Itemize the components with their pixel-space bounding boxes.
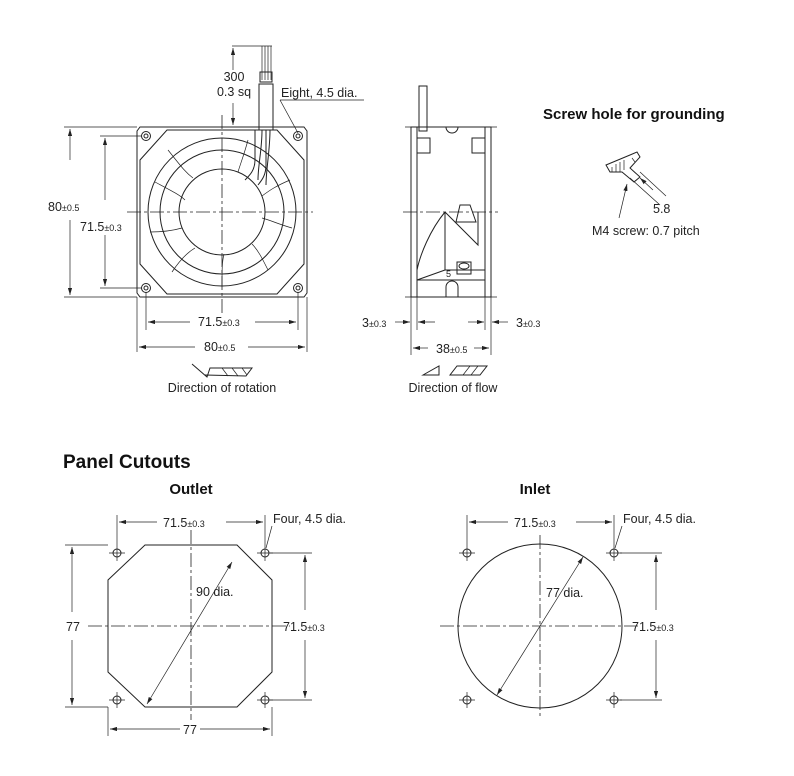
- grounding-detail: Screw hole for grounding 5.8 M4 screw: 0…: [543, 106, 725, 238]
- fan-blades: [149, 139, 293, 287]
- outlet-height-label: 77: [66, 620, 80, 634]
- grounding-depth-label: 5.8: [653, 202, 670, 216]
- inlet-holes: [459, 545, 622, 708]
- outlet-title: Outlet: [169, 481, 212, 498]
- outlet-width-label: 77: [183, 723, 197, 737]
- side-view: 5 3±0.3 3±0.3 38±0.5 Direction of flow: [362, 85, 540, 395]
- inlet-pitch-v-label: 71.5±0.3: [632, 620, 674, 634]
- outlet-pitch-h-label: 71.5±0.3: [163, 516, 205, 530]
- width-outer-label: 80±0.5: [204, 340, 235, 354]
- outlet-holes: [109, 545, 273, 708]
- lead-size-label: 0.3 sq: [217, 85, 251, 99]
- depth-label: 38±0.5: [436, 342, 467, 356]
- fan-housing: [136, 126, 308, 298]
- flow-arrow-icon: [421, 365, 489, 376]
- flow-label: Direction of flow: [409, 381, 499, 395]
- rotation-arrow-icon: [191, 363, 253, 378]
- holes-note: Eight, 4.5 dia.: [281, 86, 357, 100]
- side-marker: 5: [446, 269, 451, 279]
- panel-cutouts-title: Panel Cutouts: [63, 452, 191, 473]
- flange-right-label: 3±0.3: [516, 316, 540, 330]
- lead-length-label: 300: [224, 70, 245, 84]
- inlet-holes-note: Four, 4.5 dia.: [623, 512, 696, 526]
- height-outer-label: 80±0.5: [48, 200, 79, 214]
- front-view: 300 0.3 sq Eight, 4.5 dia. 80±0.5 71.5: [48, 45, 364, 395]
- inlet-cutout: Inlet 71.5±0.3 Four, 4.5 dia. 71.5±0.3 7…: [440, 481, 696, 718]
- inlet-diameter-label: 77 dia.: [546, 586, 584, 600]
- outlet-pitch-v-label: 71.5±0.3: [283, 620, 325, 634]
- rotation-label: Direction of rotation: [168, 381, 276, 395]
- outlet-outline: [107, 544, 273, 708]
- outlet-cutout: Outlet 71.5±0.3 Four, 4.5 dia. 71.5±0.3 …: [65, 481, 346, 737]
- inlet-pitch-h-label: 71.5±0.3: [514, 516, 556, 530]
- outlet-holes-note: Four, 4.5 dia.: [273, 512, 346, 526]
- grounding-title: Screw hole for grounding: [543, 106, 725, 123]
- screw-note: M4 screw: 0.7 pitch: [592, 224, 700, 238]
- flange-left-label: 3±0.3: [362, 316, 386, 330]
- width-pitch-label: 71.5±0.3: [198, 315, 240, 329]
- height-pitch-label: 71.5±0.3: [80, 220, 122, 234]
- inlet-title: Inlet: [520, 481, 551, 498]
- outlet-diameter-label: 90 dia.: [196, 585, 234, 599]
